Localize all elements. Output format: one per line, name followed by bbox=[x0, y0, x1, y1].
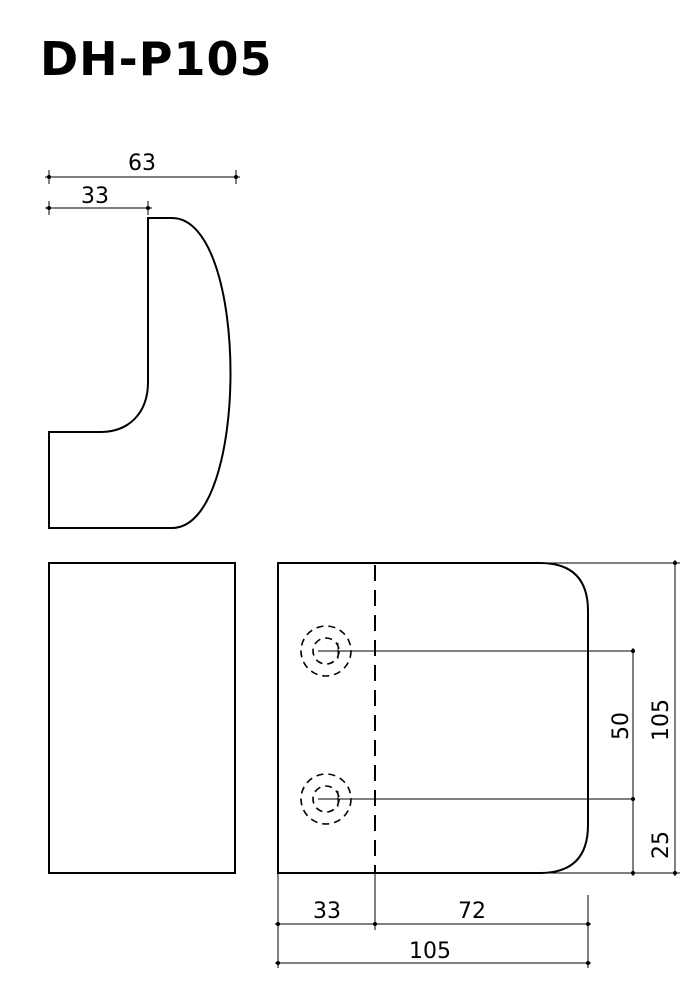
dim-label-50: 50 bbox=[609, 712, 634, 740]
dimension-front-segments: 33 72 bbox=[275, 873, 591, 968]
side-view-profile bbox=[48, 217, 232, 529]
dim-label-33-front: 33 bbox=[313, 899, 341, 924]
dimension-hole-spacing: 50 25 bbox=[609, 648, 674, 876]
drawing-title: DH-P105 bbox=[40, 32, 273, 86]
dim-label-33-side: 33 bbox=[81, 184, 109, 209]
front-view-outline bbox=[277, 562, 589, 874]
mounting-hole-upper bbox=[300, 625, 634, 677]
dim-label-105-height: 105 bbox=[649, 699, 674, 741]
dimension-side-total-width: 63 bbox=[45, 151, 240, 184]
side-view bbox=[48, 217, 232, 529]
dim-label-105-width: 105 bbox=[409, 939, 451, 964]
dim-label-25: 25 bbox=[649, 831, 674, 859]
dimension-front-total-width: 105 bbox=[275, 939, 591, 965]
front-view bbox=[277, 562, 634, 874]
dim-label-63: 63 bbox=[128, 151, 156, 176]
dimension-side-top-width: 33 bbox=[45, 184, 152, 215]
end-view-rectangle bbox=[48, 562, 236, 874]
mounting-hole-lower bbox=[300, 773, 634, 825]
dimension-height-total: 105 bbox=[540, 560, 680, 876]
dim-label-72: 72 bbox=[458, 899, 486, 924]
